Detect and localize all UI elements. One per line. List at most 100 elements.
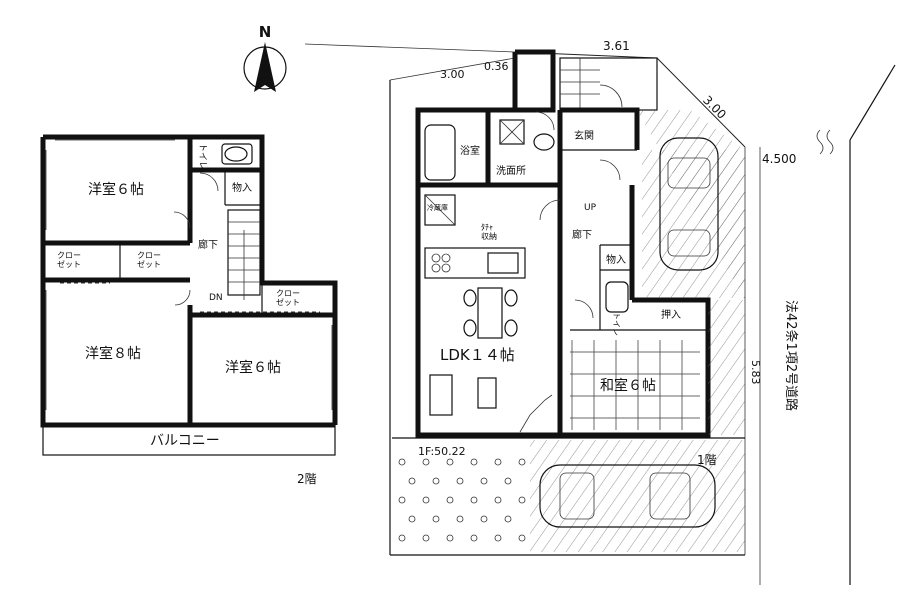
garden-dot — [504, 515, 512, 523]
garden-dot — [480, 515, 488, 523]
door-swing — [539, 199, 561, 221]
stove-burner-icon — [431, 253, 441, 263]
parking-hatch-south — [530, 440, 745, 552]
toilet-fixture — [221, 143, 253, 165]
floor2-label: 2階 — [297, 471, 317, 486]
stove-burner-icon — [441, 263, 451, 273]
chair-icon — [504, 289, 518, 307]
chair-icon — [463, 289, 477, 307]
floor2-stairs — [227, 209, 261, 300]
garden-dot — [518, 458, 526, 466]
room-closet-a: クローゼット — [57, 251, 81, 269]
garden-dot — [408, 477, 416, 485]
floor1-entrance-wall — [560, 107, 640, 150]
door-swing — [599, 159, 621, 181]
room-closet-b: クローゼット — [137, 251, 161, 269]
car-body — [659, 137, 719, 271]
garden-dot — [494, 458, 502, 466]
washing-machine-x — [499, 119, 525, 145]
garden-dot — [408, 515, 416, 523]
north-arrow-icon — [254, 42, 276, 92]
dim-4-500: 4.500 — [762, 152, 796, 166]
room-storage-a: 物入 — [606, 253, 626, 266]
car-rear-window — [559, 472, 595, 520]
parking-hatch-east — [642, 150, 745, 298]
sofa — [429, 374, 453, 416]
dining-table — [477, 287, 503, 339]
dim-3-00-diag: 3.00 — [700, 93, 729, 122]
fridge-box — [424, 194, 456, 226]
dim-3-61: 3.61 — [603, 39, 630, 53]
entrance-steps — [559, 57, 658, 111]
stairs-up-label: UP — [584, 203, 597, 213]
floor2-plan — [40, 134, 338, 456]
garden-dot — [480, 477, 488, 485]
fridge-label: 冷蔵庫 — [427, 203, 448, 212]
break-mark-icon — [816, 129, 824, 155]
garden-dot — [422, 534, 430, 542]
room-western6-upper: 洋室６帖 — [88, 181, 144, 198]
room-corridor-2f: 廊下 — [198, 238, 218, 251]
room-closet-c: クローゼット — [276, 289, 300, 307]
garden-dot — [422, 496, 430, 504]
stove-burner-icon — [441, 253, 451, 263]
compass: N — [243, 23, 287, 92]
stove-burner-icon — [431, 263, 441, 273]
room-storage-2f: 物入 — [232, 181, 252, 194]
garden-dot — [446, 534, 454, 542]
garden-dot — [446, 496, 454, 504]
kitchen-sink — [487, 252, 519, 274]
road-note: 法42条1項2号道路 — [783, 300, 799, 411]
room-washroom: 洗面所 — [496, 165, 526, 177]
garden-dot — [432, 515, 440, 523]
garden-dot — [470, 458, 478, 466]
toilet-bowl-icon — [224, 146, 248, 162]
car-east-icon — [659, 137, 719, 271]
tatami-grid — [570, 340, 700, 430]
room-western8: 洋室８帖 — [85, 345, 141, 362]
room-toilet-2f: トイレ — [197, 143, 207, 170]
stairs-down-label: DN — [209, 293, 223, 303]
garden-dot — [470, 534, 478, 542]
site-boundary — [304, 43, 896, 585]
room-bath: 浴室 — [460, 144, 480, 157]
door-swing — [174, 289, 191, 306]
road-corner — [849, 64, 896, 141]
room-toilet-1f: トイレ — [612, 312, 621, 336]
boundary-wall — [389, 57, 516, 81]
garden-area — [398, 458, 526, 542]
bathtub — [424, 124, 456, 181]
room-entrance: 玄関 — [574, 129, 594, 142]
north-boundary — [304, 43, 516, 53]
door-swing — [535, 111, 555, 131]
garden-dot — [446, 458, 454, 466]
garden-dot — [456, 477, 464, 485]
garden-dot — [398, 458, 406, 466]
porch-outline — [559, 57, 658, 111]
door-swing — [199, 172, 219, 192]
toilet-tank — [221, 143, 253, 165]
kitchen-note: ﾀﾁｬ収納 — [481, 223, 497, 241]
garden-dot — [398, 496, 406, 504]
car-south-icon — [539, 464, 716, 528]
door-swing — [599, 84, 623, 108]
room-balcony: バルコニー — [150, 433, 220, 449]
car-rear-window — [667, 229, 711, 257]
garden-dot — [518, 534, 526, 542]
garden-dot — [470, 496, 478, 504]
dim-3-00-west: 3.00 — [440, 68, 465, 81]
fridge-x — [424, 194, 456, 226]
garden-dot — [422, 458, 430, 466]
dim-5-83: 5.83 — [749, 360, 762, 385]
low-table — [477, 377, 497, 409]
break-mark-icon — [826, 129, 834, 155]
wash-basin-icon — [533, 133, 555, 151]
room-japanese: 和室６帖 — [600, 377, 656, 394]
garden-dot — [494, 534, 502, 542]
stair-landing — [519, 394, 553, 433]
car-body — [539, 464, 716, 528]
floor1-label: 1階 — [697, 452, 717, 467]
garden-dot — [518, 496, 526, 504]
garden-dot — [494, 496, 502, 504]
